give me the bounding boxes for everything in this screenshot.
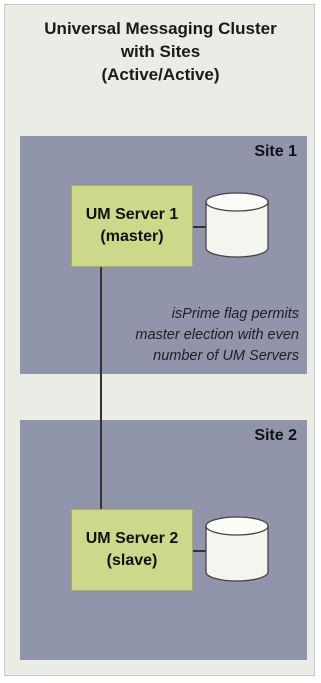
um-server-2-role: (slave) — [106, 552, 158, 569]
isprime-note: isPrime flag permits master election wit… — [135, 304, 299, 367]
title-line-3: (Active/Active) — [101, 65, 220, 84]
title-line-2: with Sites — [120, 42, 201, 61]
site-2-label: Site 2 — [254, 427, 297, 444]
note-line-3: number of UM Servers — [153, 348, 299, 364]
note-line-1: isPrime flag permits — [171, 306, 299, 322]
database-icon — [205, 192, 269, 258]
um-server-1-name: UM Server 1 — [85, 206, 179, 223]
um-server-1-box: UM Server 1 (master) — [71, 185, 193, 267]
note-line-2: master election with even — [135, 327, 299, 343]
diagram-title: Universal Messaging Cluster with Sites (… — [5, 17, 316, 86]
server-cluster-link — [100, 267, 102, 509]
title-line-1: Universal Messaging Cluster — [44, 19, 277, 38]
um-server-2-box: UM Server 2 (slave) — [71, 509, 193, 591]
um-server-1-role: (master) — [100, 228, 164, 245]
site-1-label: Site 1 — [254, 143, 297, 160]
server-1-storage-link — [193, 226, 206, 228]
um-server-2-name: UM Server 2 — [85, 530, 179, 547]
server-2-storage-link — [193, 550, 206, 552]
database-icon — [205, 516, 269, 582]
